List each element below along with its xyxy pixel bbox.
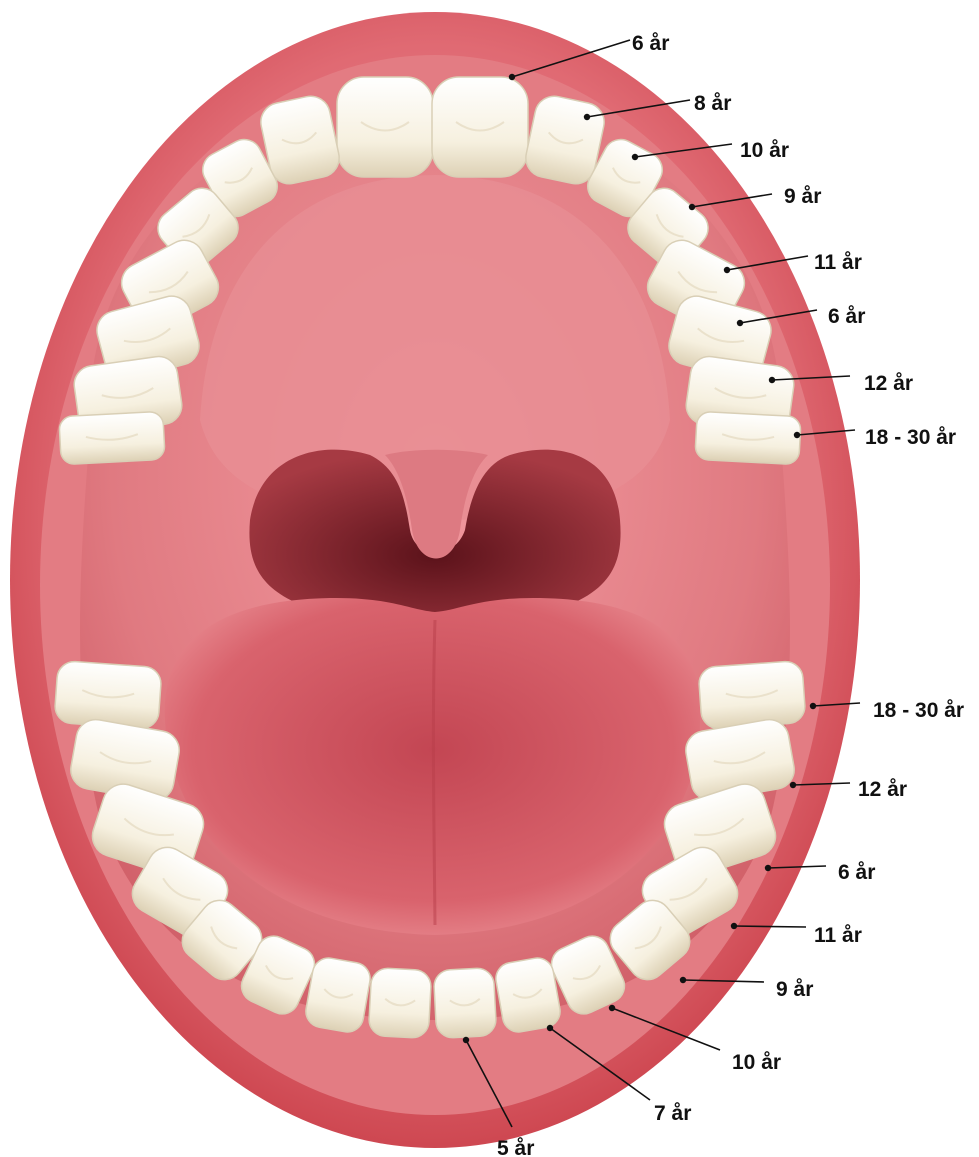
upper-age-label-4: 9 år (784, 185, 821, 208)
upper-leader-tip-5 (724, 267, 730, 273)
lower-tooth-16 (433, 967, 496, 1038)
upper-tooth-16 (695, 411, 801, 464)
lower-age-label-4: 11 år (814, 924, 862, 947)
lower-age-label-3: 6 år (838, 861, 875, 884)
upper-tooth-15 (59, 411, 165, 464)
lower-age-label-8: 5 år (497, 1137, 534, 1157)
lower-tooth-2 (698, 660, 806, 729)
upper-leader-tip-2 (584, 114, 590, 120)
lower-tooth-1 (54, 660, 162, 729)
lower-tooth-14 (493, 955, 562, 1034)
lower-leader-line-4 (734, 926, 806, 927)
lower-leader-tip-7 (547, 1025, 553, 1031)
lower-age-label-7: 7 år (654, 1102, 691, 1125)
lower-leader-tip-2 (790, 782, 796, 788)
upper-tooth-2 (432, 77, 528, 177)
lower-age-label-1: 18 - 30 år (873, 699, 964, 722)
upper-leader-tip-8 (794, 432, 800, 438)
upper-leader-tip-6 (737, 320, 743, 326)
upper-age-label-6: 6 år (828, 305, 865, 328)
lower-leader-tip-1 (810, 703, 816, 709)
upper-tooth-1 (337, 77, 433, 177)
upper-age-label-1: 6 år (632, 32, 669, 55)
upper-leader-tip-7 (769, 377, 775, 383)
upper-leader-tip-4 (689, 204, 695, 210)
upper-age-label-2: 8 år (694, 92, 731, 115)
upper-age-label-5: 11 år (814, 251, 862, 274)
upper-age-label-8: 18 - 30 år (865, 426, 956, 449)
lower-leader-tip-4 (731, 923, 737, 929)
upper-age-label-7: 12 år (864, 372, 913, 395)
lower-leader-tip-6 (609, 1005, 615, 1011)
upper-leader-tip-3 (632, 154, 638, 160)
lower-tooth-13 (303, 955, 372, 1034)
lower-age-label-2: 12 år (858, 778, 907, 801)
upper-leader-tip-1 (509, 74, 515, 80)
lower-leader-tip-3 (765, 865, 771, 871)
lower-tooth-15 (368, 967, 431, 1038)
upper-age-label-3: 10 år (740, 139, 789, 162)
lower-leader-tip-8 (463, 1037, 469, 1043)
lower-age-label-6: 10 år (732, 1051, 781, 1074)
tongue-midline (433, 620, 435, 925)
lower-age-label-5: 9 år (776, 978, 813, 1001)
lower-leader-tip-5 (680, 977, 686, 983)
